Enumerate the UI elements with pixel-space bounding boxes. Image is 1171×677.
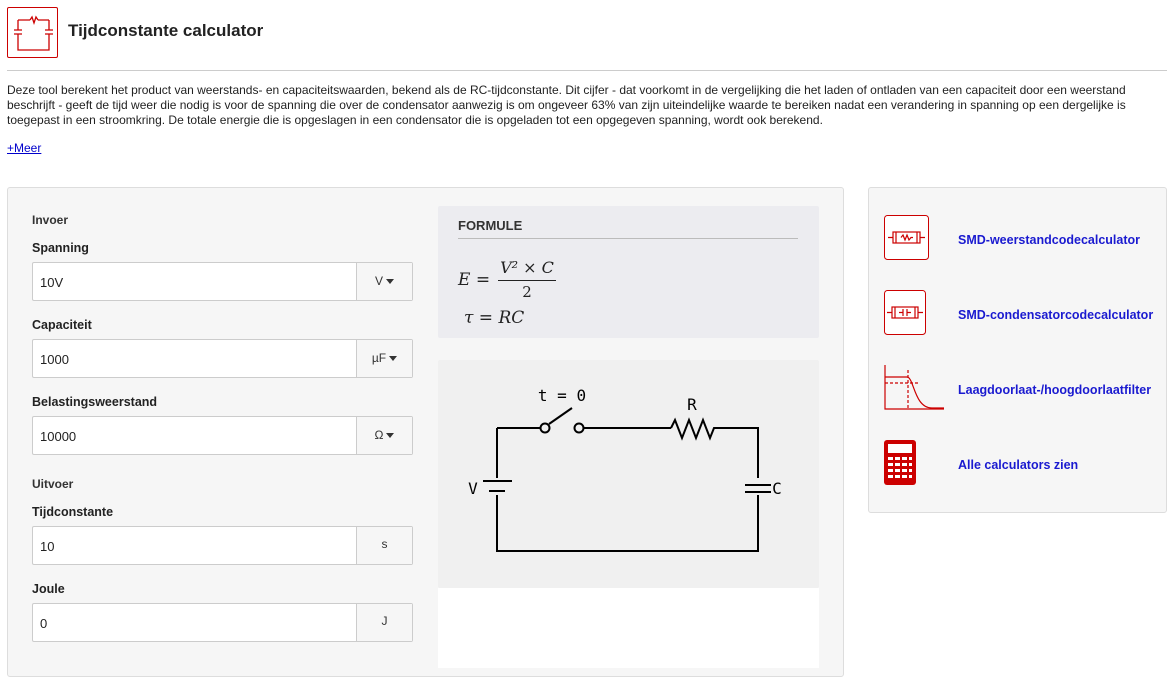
blank-area [438,588,819,668]
formula-title: FORMULE [458,218,523,233]
more-link[interactable]: +Meer [7,141,42,155]
joule-unit: J [356,604,412,641]
joule-output: 0 [40,616,48,631]
chevron-down-icon [386,279,394,285]
circuit-schematic: t = 0 R V C [468,386,782,552]
time-constant-field: 10 s [32,526,413,565]
capacitance-label: Capaciteit [32,318,92,332]
tau-formula: τ = RC [464,308,525,328]
calculator-icon[interactable] [884,440,916,485]
smd-resistor-link[interactable]: SMD-weerstandcodecalculator [958,233,1140,247]
time-constant-label: Tijdconstante [32,505,114,519]
fraction-bar [498,280,556,281]
time-constant-unit: s [356,527,412,564]
capacitance-input[interactable]: 1000 [40,352,69,367]
energy-formula-numerator: V² × C [500,258,554,277]
voltage-unit-select[interactable]: V [356,263,412,300]
resistance-unit-value: Ω [374,428,384,442]
output-section-label: Uitvoer [32,477,74,491]
joule-label: Joule [32,582,65,596]
time-constant-output: 10 [40,539,55,554]
smd-capacitor-link[interactable]: SMD-condensatorcodecalculator [958,308,1154,322]
smd-capacitor-icon[interactable] [884,290,926,335]
page-header: Tijdconstante calculator [7,7,1167,61]
formula-box: FORMULE E = V² × C 2 τ = RC [438,206,819,338]
capacitor-label: C [772,479,782,498]
smd-resistor-icon[interactable] [884,215,929,260]
resistance-label: Belastingsweerstand [32,395,158,409]
energy-formula-denominator: 2 [522,283,532,301]
all-calculators-link[interactable]: Alle calculators zien [958,458,1079,472]
voltage-unit-value: V [374,274,383,288]
chevron-down-icon [389,356,398,362]
source-label: V [468,479,478,498]
lowpass-filter-icon[interactable] [884,364,945,411]
resistance-input[interactable]: 10000 [40,429,77,444]
voltage-input[interactable]: 10V [40,275,64,290]
capacitance-field: 1000 µF [32,339,413,378]
formula-divider [458,238,798,239]
resistor-label: R [687,395,697,414]
tool-description: Deze tool berekent het product van weers… [7,83,1126,127]
capacitance-unit-value: µF [371,351,387,365]
voltage-field: 10V V [32,262,413,301]
page-title: Tijdconstante calculator [68,21,264,40]
joule-field: 0 J [32,603,413,642]
switch-label: t = 0 [538,386,586,405]
resistance-field: 10000 Ω [32,416,413,455]
chevron-down-icon [386,433,395,439]
rc-circuit-logo-icon [7,7,58,58]
capacitance-unit-select[interactable]: µF [356,340,412,377]
input-section-label: Invoer [32,213,69,227]
energy-formula-lhs: E = [458,270,491,290]
filter-link[interactable]: Laagdoorlaat-/hoogdoorlaatfilter [958,383,1152,397]
resistance-unit-select[interactable]: Ω [356,417,412,454]
header-divider [7,70,1167,71]
voltage-label: Spanning [32,241,89,255]
rc-circuit-diagram: t = 0 R V C [438,360,819,588]
